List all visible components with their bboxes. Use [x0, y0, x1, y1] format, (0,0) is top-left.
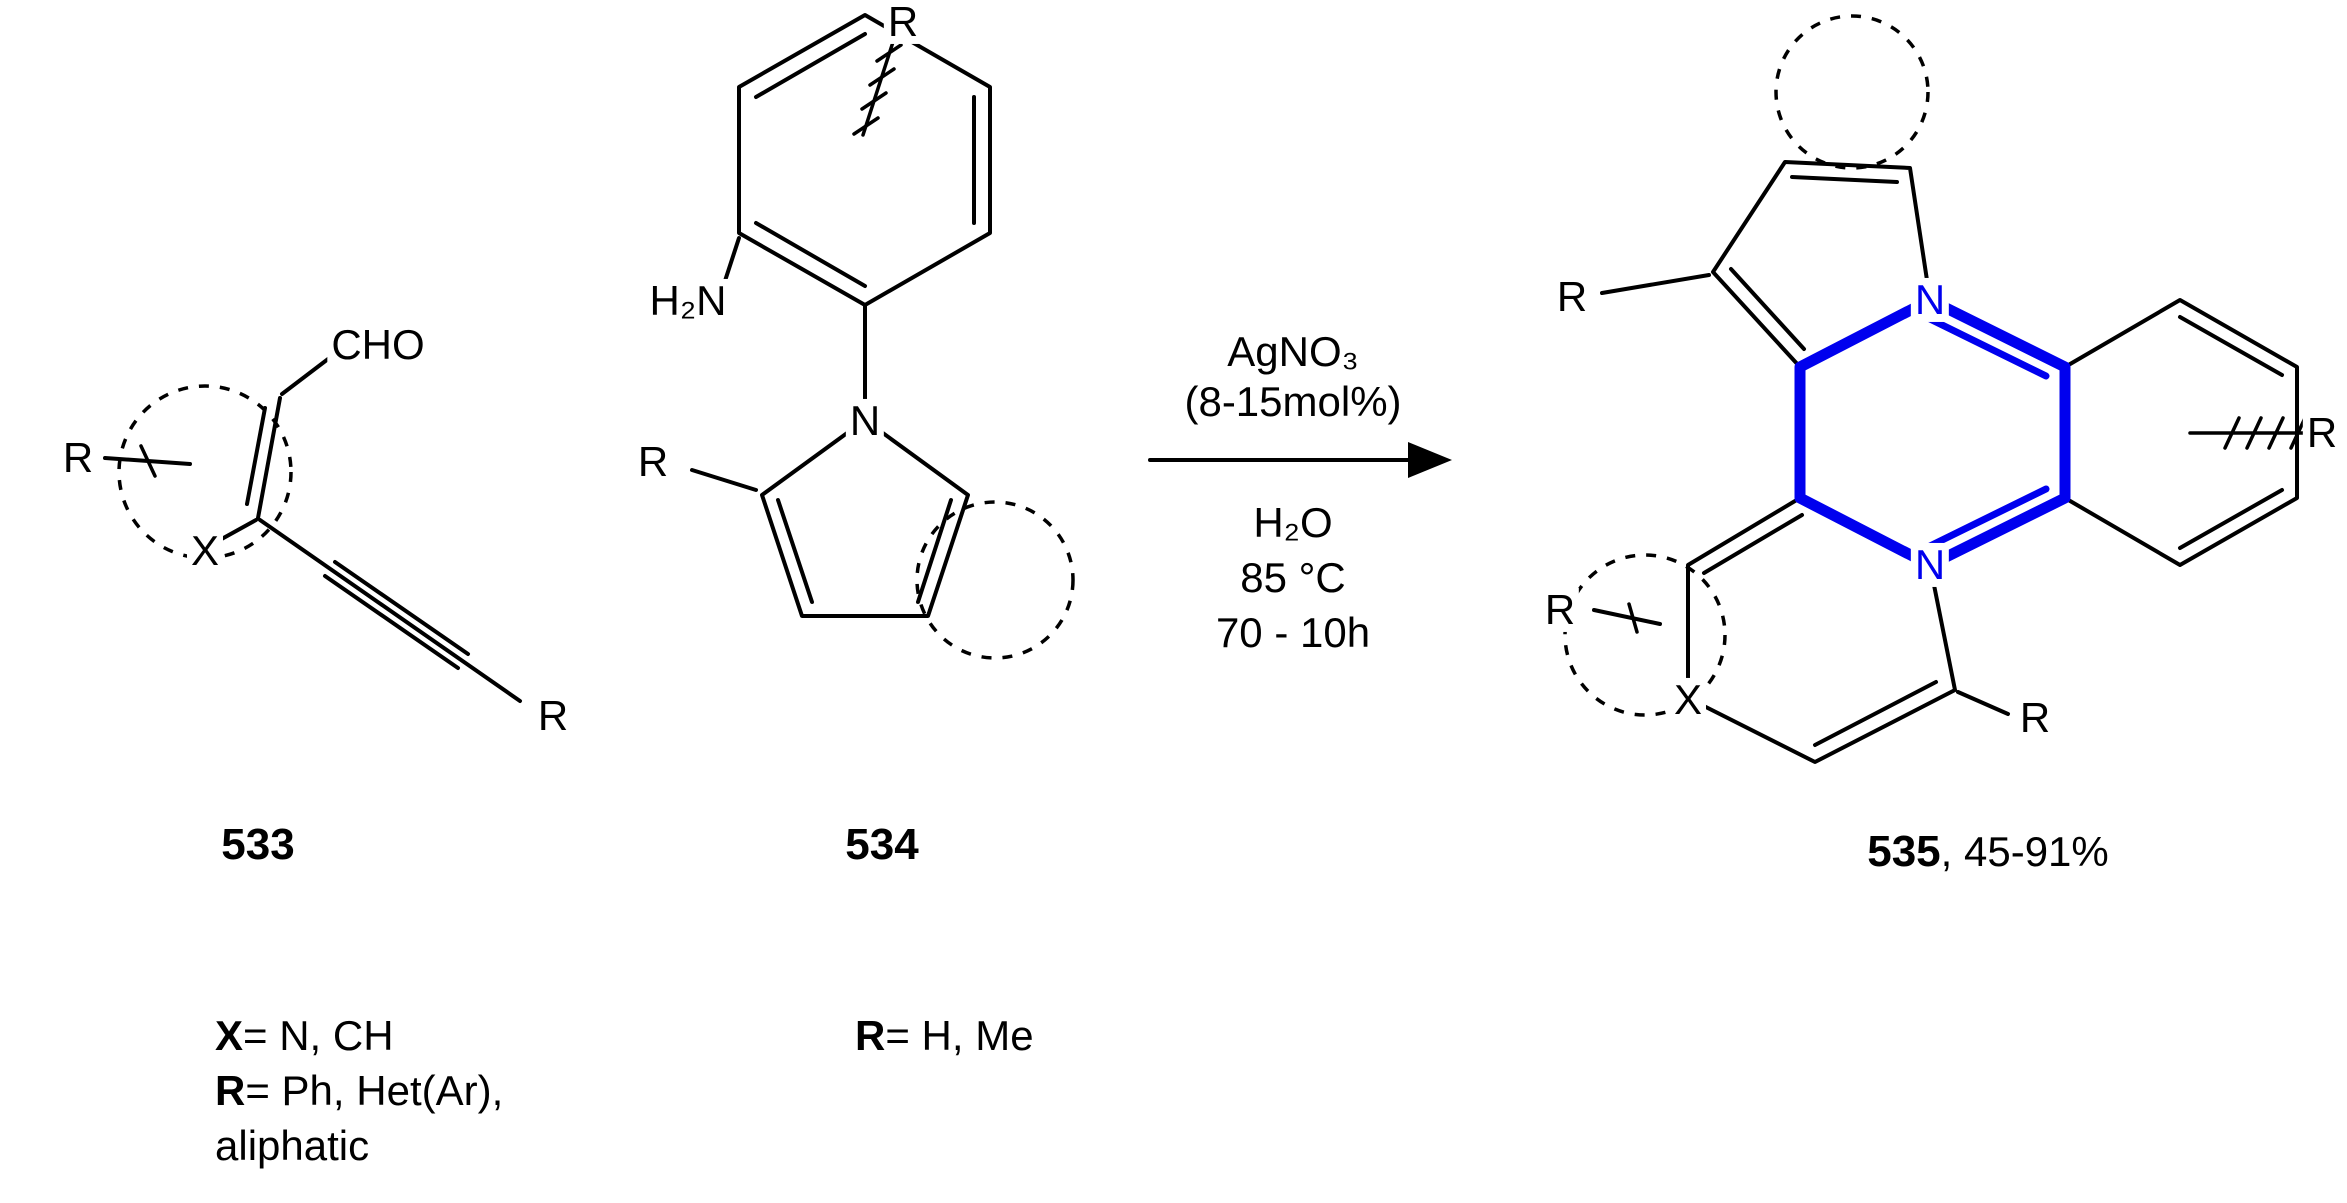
hash-tick — [2223, 416, 2241, 450]
substituent-r-534-aryl: R — [883, 0, 923, 45]
highlighted-pyrazine-ring — [1794, 294, 2071, 571]
benzene-ring — [737, 13, 992, 307]
hash-tick — [1627, 602, 1639, 634]
legend-x-key: X — [215, 1012, 244, 1059]
reagent-loading: (8-15mol%) — [1184, 377, 1402, 425]
variable-ring-circle — [915, 500, 1075, 660]
compound-534-skeleton — [690, 13, 1075, 660]
compound-number-535: 535, 45-91% — [1867, 827, 2109, 877]
yield-range: , 45-91% — [1940, 828, 2109, 875]
legend-x-value: = N, CH — [243, 1012, 394, 1059]
legend-r-value: = Ph, Het(Ar), — [245, 1067, 504, 1114]
pyrrole-ring — [1711, 160, 1932, 369]
compound-533-number-text: 533 — [221, 820, 295, 869]
time-label: 70 - 10h — [1215, 608, 1371, 656]
hash-tick — [868, 67, 896, 87]
aldehyde-cho-label: CHO — [327, 322, 429, 368]
hash-tick — [875, 43, 903, 63]
hash-tick — [2267, 416, 2285, 450]
reagent-agno3: AgNO₃ — [1227, 327, 1359, 375]
atom-label-n-bottom-535: N — [1910, 542, 1950, 588]
legend-x-definition: X= N, CH — [215, 1012, 394, 1059]
substituent-r-535-aryl: R — [2302, 410, 2342, 456]
solvent-h2o: H₂O — [1253, 498, 1333, 546]
atom-label-n-top-535: N — [1910, 277, 1950, 323]
atom-label-x-535: X — [1669, 677, 1707, 723]
compound-535-skeleton — [1563, 14, 2310, 764]
atom-label-n-534: N — [845, 398, 885, 444]
substituent-r-535-pyrrole: R — [1552, 274, 1592, 320]
legend-r-value2: aliphatic — [215, 1122, 370, 1169]
pyridine-ring — [1686, 496, 1957, 764]
legend-r-definition: R= Ph, Het(Ar), — [215, 1067, 504, 1114]
legend-r2-key: R — [855, 1012, 886, 1059]
legend-r-key: R — [215, 1067, 246, 1114]
compound-number-533: 533 — [221, 820, 294, 870]
hash-tick — [852, 116, 880, 136]
hash-tick — [860, 91, 888, 111]
substituent-r-535-alpha: R — [2015, 695, 2055, 741]
compound-535-number-text: 535 — [1867, 827, 1941, 876]
substituent-r-533-alkyne: R — [533, 693, 573, 739]
hash-tick — [2245, 416, 2263, 450]
hash-tick — [139, 444, 157, 478]
atom-label-x-533: X — [186, 528, 224, 574]
variable-ring-circle — [1774, 14, 1930, 170]
variable-attachment-bond — [861, 40, 895, 137]
substituent-r-535-ring: R — [1540, 587, 1580, 633]
reaction-arrow — [1148, 442, 1452, 478]
legend-r2-definition: R= H, Me — [855, 1012, 1034, 1059]
compound-534-number-text: 534 — [845, 820, 919, 869]
alkyne-bond — [258, 518, 522, 703]
temperature-label: 85 °C — [1240, 553, 1346, 601]
compound-number-534: 534 — [845, 820, 918, 870]
hash-tick — [2289, 416, 2307, 450]
substituent-r-533-ring: R — [58, 435, 98, 481]
compound-533-skeleton — [103, 354, 522, 703]
legend-r2-value: = H, Me — [885, 1012, 1034, 1059]
amine-h2n-label: H₂N — [645, 278, 731, 324]
arrowhead — [1408, 442, 1452, 478]
variable-ring-circle — [1563, 553, 1727, 717]
legend-r-definition-line2: aliphatic — [215, 1122, 370, 1169]
substituent-r-534-pyrrole: R — [633, 439, 673, 485]
pyrrole-ring — [760, 418, 970, 618]
